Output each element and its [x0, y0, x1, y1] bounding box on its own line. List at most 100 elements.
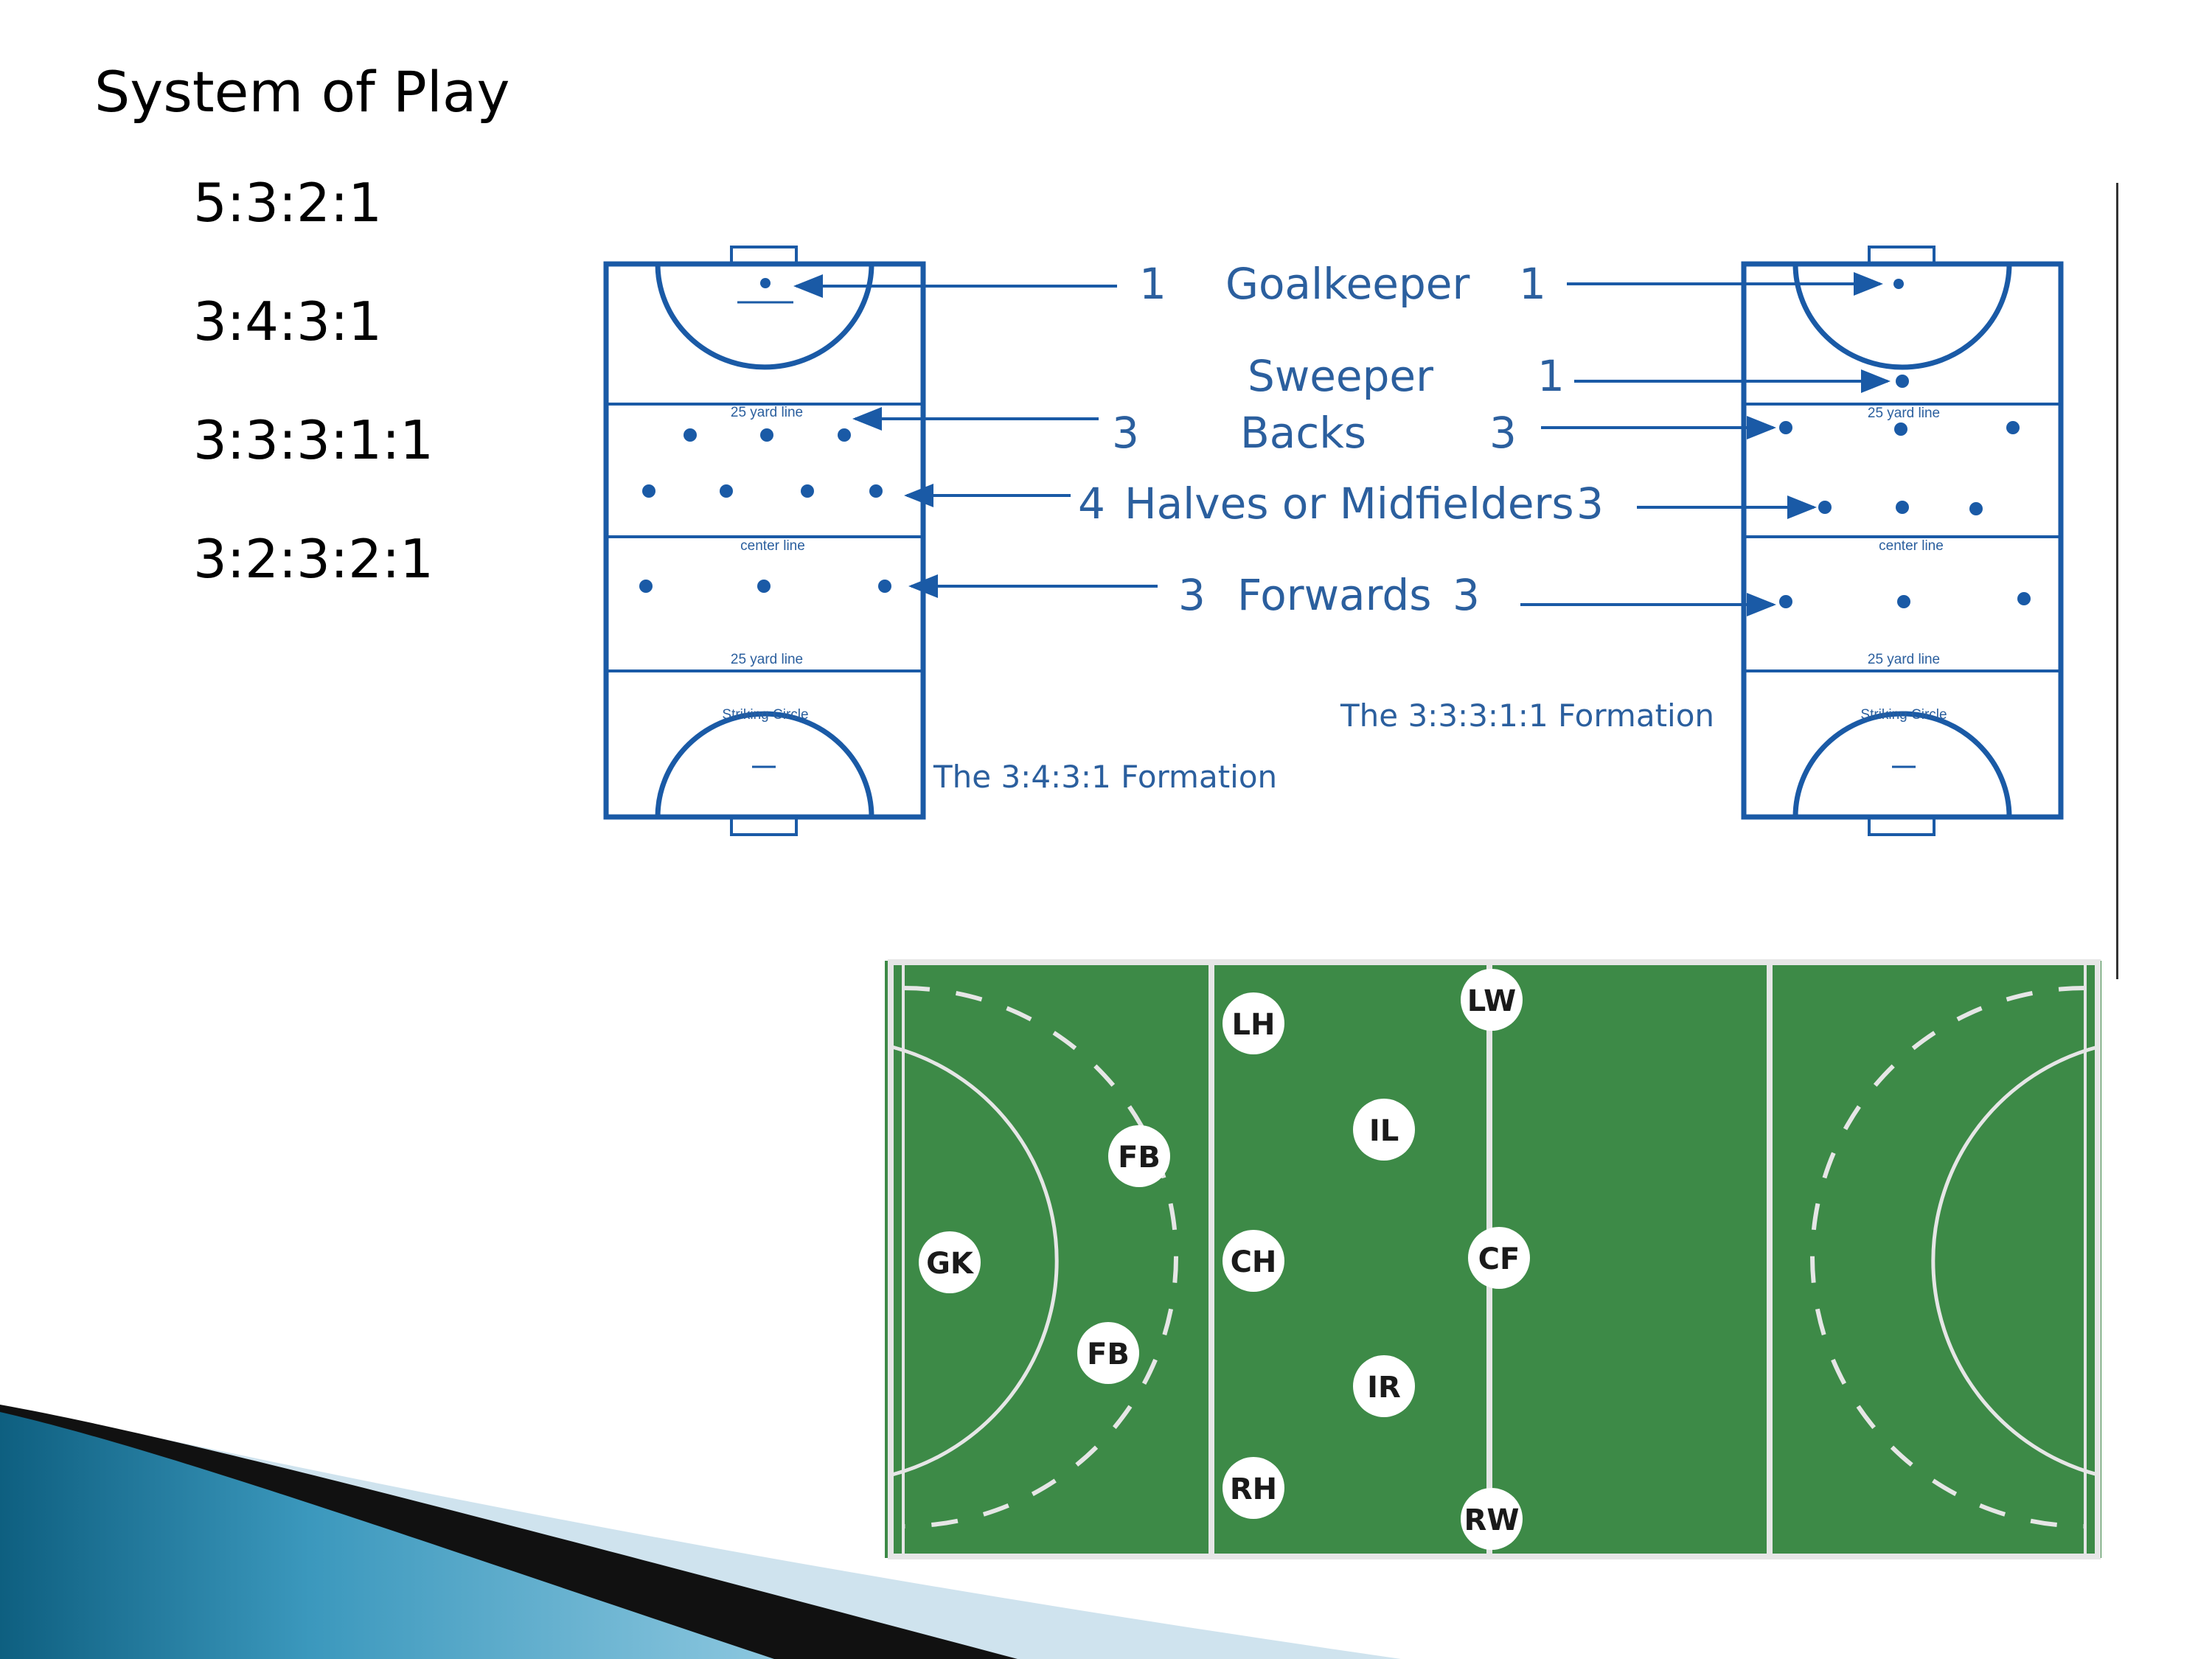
center-line-label: center line [1879, 538, 1944, 554]
player-dot [838, 428, 851, 442]
circle-top [655, 263, 874, 370]
goal-bottom [730, 815, 798, 836]
player-token: CF [1468, 1227, 1530, 1289]
player-token-circle [1222, 992, 1284, 1054]
player-token-circle [1468, 1227, 1530, 1289]
player-token: FB [1077, 1322, 1139, 1384]
position-count-right: 3 [1576, 479, 1604, 529]
shooting-circle-left [891, 1045, 1059, 1477]
player-dot [869, 484, 883, 498]
shooting-circle-right [1931, 1045, 2098, 1477]
system-item: 5:3:2:1 [193, 172, 383, 234]
position-count-left: 4 [1078, 479, 1105, 529]
player-token-label: FB [1087, 1338, 1130, 1371]
left-formation-field [603, 246, 926, 836]
striking-circle-label: Striking Circle [722, 707, 808, 723]
player-token-label: IL [1369, 1114, 1399, 1148]
yard-line-label: 25 yard line [731, 405, 803, 420]
dashed-circle-left [902, 986, 1178, 1528]
player-token-label: IR [1367, 1371, 1401, 1405]
player-dot [2017, 592, 2031, 605]
goal-top [730, 246, 798, 266]
player-dot [1894, 422, 1907, 436]
player-dot [1779, 421, 1792, 434]
player-dot [1896, 375, 1909, 388]
player-token-circle [919, 1231, 981, 1293]
yard-line-label: 25 yard line [1868, 406, 1940, 421]
system-item: 3:4:3:1 [193, 291, 383, 352]
decorative-swoosh [0, 1405, 1401, 1659]
player-token-circle [1222, 1230, 1284, 1292]
swoosh-blue [0, 1412, 774, 1659]
player-token-label: RH [1230, 1472, 1277, 1506]
player-token: FB [1108, 1125, 1170, 1187]
player-dot [1897, 595, 1910, 608]
player-token: GK [919, 1231, 981, 1293]
player-dot [684, 428, 697, 442]
position-name: Halves or Midfielders [1124, 479, 1574, 529]
player-token-circle [1222, 1457, 1284, 1519]
player-token-circle [1461, 1488, 1523, 1550]
player-dot [1779, 595, 1792, 608]
right-formation-field [1741, 246, 2064, 836]
position-name: Backs [1240, 408, 1366, 458]
position-count-right: 3 [1453, 570, 1480, 620]
pitch-outline [888, 959, 2101, 1559]
player-dot [642, 484, 655, 498]
player-token-label: RW [1464, 1503, 1520, 1537]
player-token: LW [1461, 969, 1523, 1031]
circle-bottom [1792, 711, 2012, 818]
yard-line-label: 25 yard line [731, 652, 803, 667]
player-token-circle [1353, 1099, 1415, 1161]
position-count-left: 1 [1139, 259, 1166, 309]
player-dot [760, 278, 771, 288]
player-dot [760, 428, 773, 442]
player-dot [2006, 421, 2020, 434]
player-dot [757, 580, 771, 593]
yard-line-label: 25 yard line [1868, 652, 1940, 667]
left-players [639, 278, 891, 593]
player-token-label: FB [1118, 1141, 1161, 1175]
right-caption: The 3:3:3:1:1 Formation [1340, 698, 1714, 734]
player-token-circle [1108, 1125, 1170, 1187]
player-token-label: LH [1232, 1008, 1276, 1042]
player-tokens: GK FB FB LH CH RH IL IR LW CF RW [919, 969, 1530, 1550]
player-token: RH [1222, 1457, 1284, 1519]
player-token-label: GK [926, 1247, 975, 1281]
position-count-right: 1 [1537, 351, 1565, 401]
goal-bottom [1868, 815, 1935, 836]
dashed-circle-right [1810, 986, 2086, 1528]
player-dot [878, 580, 891, 593]
position-count-left: 3 [1112, 408, 1139, 458]
player-token-label: LW [1467, 984, 1517, 1018]
position-name: Goalkeeper [1225, 259, 1470, 309]
left-caption: The 3:4:3:1 Formation [933, 759, 1277, 795]
system-item: 3:3:3:1:1 [193, 409, 434, 471]
position-name: Sweeper [1248, 351, 1433, 401]
player-dot [639, 580, 653, 593]
player-token: CH [1222, 1230, 1284, 1292]
player-token: LH [1222, 992, 1284, 1054]
player-token-circle [1077, 1322, 1139, 1384]
player-dot [1893, 279, 1904, 289]
player-token-label: CH [1231, 1245, 1277, 1279]
striking-circle-label: Striking Circle [1860, 707, 1947, 723]
circle-top [1792, 263, 2012, 370]
player-token: RW [1461, 1488, 1523, 1550]
goal-top [1868, 246, 1935, 266]
player-dot [1818, 501, 1832, 514]
player-token-label: CF [1478, 1242, 1520, 1276]
position-name: Forwards [1237, 570, 1431, 620]
player-dot [801, 484, 814, 498]
system-list: 5:3:2:1 3:4:3:1 3:3:3:1:1 3:2:3:2:1 [193, 170, 434, 644]
player-dot [720, 484, 733, 498]
right-players [1779, 279, 2031, 608]
formation-arrows [793, 272, 1891, 616]
slide-title: System of Play [94, 59, 510, 125]
position-count-right: 3 [1489, 408, 1517, 458]
player-token-circle [1461, 969, 1523, 1031]
player-token: IL [1353, 1099, 1415, 1161]
player-token: IR [1353, 1355, 1415, 1417]
system-item: 3:2:3:2:1 [193, 528, 434, 590]
